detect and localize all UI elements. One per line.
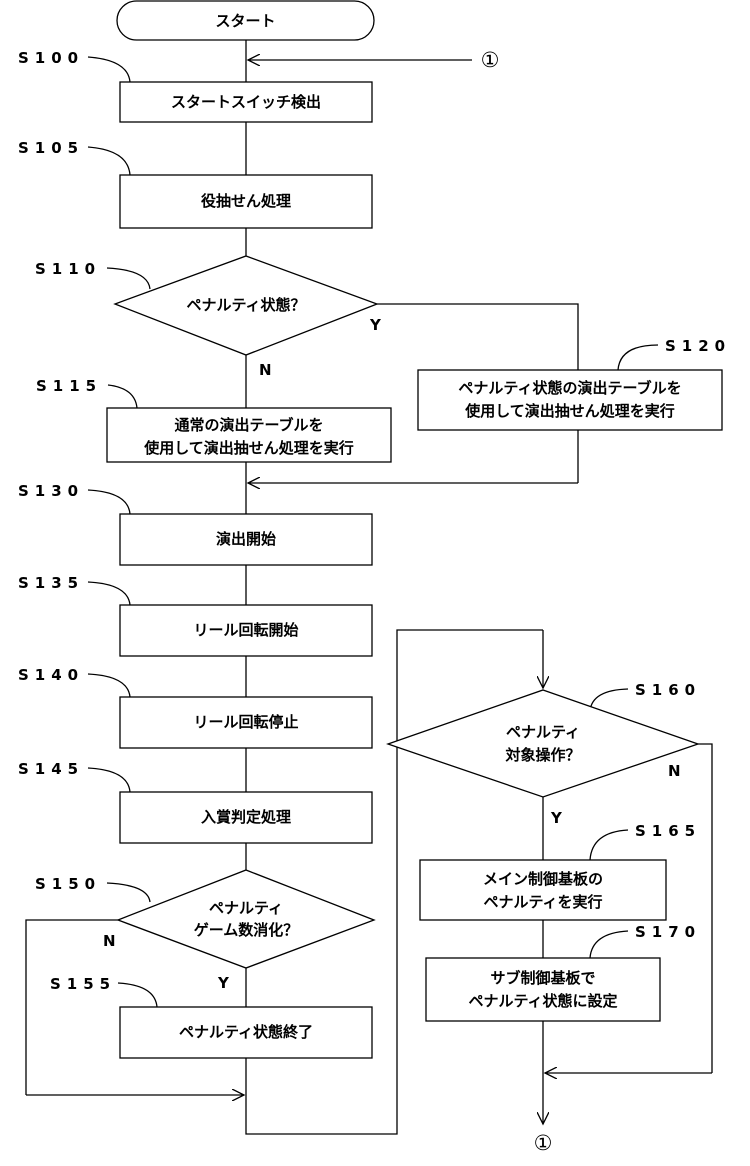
step-s150: ペナルティ ゲーム数消化？ S150 Y N [35,869,376,992]
step-s100-text: スタートスイッチ検出 [171,93,321,111]
step-s100: スタートスイッチ検出 S100 [18,49,373,123]
step-s140-text: リール回転停止 [193,713,298,731]
step-s155-text: ペナルティ状態終了 [179,1023,313,1041]
step-s165-id: S165 [635,822,701,840]
step-s105-text: 役抽せん処理 [201,192,291,210]
step-leaders [87,56,659,1008]
connector-out-label: ① [534,1131,553,1155]
step-s140: リール回転停止 S140 [18,666,373,749]
step-s170-id: S170 [635,923,701,941]
start-label: スタート [215,12,275,30]
step-s105-id: S105 [18,139,84,157]
step-s115-line2: 使用して演出抽せん処理を実行 [143,439,354,457]
s160-yes-label: Y [550,809,563,827]
step-s140-id: S140 [18,666,84,684]
step-s165-line1: メイン制御基板の [483,870,603,888]
step-s160-id: S160 [635,681,701,699]
step-s160-line1: ペナルティ [506,723,580,741]
connector-in-label: ① [481,48,500,72]
step-s145-id: S145 [18,760,84,778]
step-s165-line2: ペナルティを実行 [483,893,602,911]
step-s155-id: S155 [50,975,116,993]
step-s170-line2: ペナルティ状態に設定 [468,992,617,1010]
step-s110-id: S110 [35,260,101,278]
step-s110: ペナルティ状態？ S110 Y N [35,255,382,379]
step-s150-line1: ペナルティ [209,899,283,917]
step-s150-id: S150 [35,875,101,893]
step-s120-line1: ペナルティ状態の演出テーブルを [458,379,681,397]
step-s160-line2: 対象操作？ [504,746,580,764]
s160-no-label: N [668,762,681,780]
step-s130-id: S130 [18,482,84,500]
step-s135: リール回転開始 S135 [18,574,373,657]
step-s145-text: 入賞判定処理 [201,808,291,826]
step-s170-line1: サブ制御基板で [490,969,595,987]
step-s130: 演出開始 S130 [18,482,373,566]
s110-yes-label: Y [369,316,382,334]
step-s155: ペナルティ状態終了 S155 [50,975,373,1059]
start-terminal: スタート [116,0,375,41]
step-s150-line2: ゲーム数消化？ [194,921,299,939]
step-s165: メイン制御基板の ペナルティを実行 S165 [419,822,701,921]
step-s170: サブ制御基板で ペナルティ状態に設定 S170 [425,923,701,1022]
s150-no-label: N [103,932,116,950]
step-s120: ペナルティ状態の演出テーブルを 使用して演出抽せん処理を実行 S120 [417,337,731,431]
s150-yes-label: Y [217,974,230,992]
step-s105: 役抽せん処理 S105 [18,139,373,229]
step-s120-id: S120 [665,337,731,355]
step-s115: 通常の演出テーブルを 使用して演出抽せん処理を実行 S115 [36,377,392,463]
step-s115-line1: 通常の演出テーブルを [174,416,323,434]
connector-lines [25,40,713,1135]
step-s115-id: S115 [36,377,102,395]
step-s135-id: S135 [18,574,84,592]
step-s120-line2: 使用して演出抽せん処理を実行 [464,402,675,420]
step-s110-text: ペナルティ状態？ [186,296,305,314]
step-s130-text: 演出開始 [216,530,276,548]
step-s135-text: リール回転開始 [193,621,298,639]
step-s100-id: S100 [18,49,84,67]
s110-no-label: N [259,361,272,379]
step-s145: 入賞判定処理 S145 [18,760,373,844]
step-s160: ペナルティ 対象操作？ S160 Y N [386,681,701,827]
